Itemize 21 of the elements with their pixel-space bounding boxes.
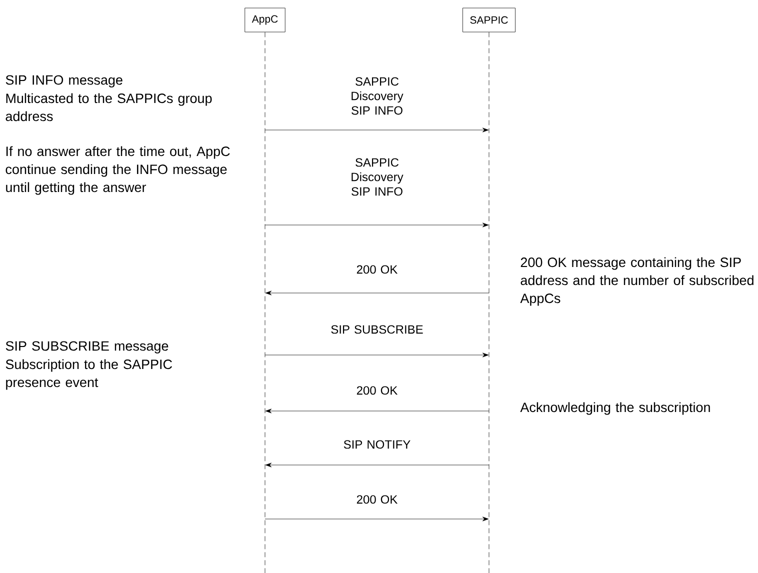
note-text: SIP SUBSCRIBE message [6, 341, 168, 354]
message-arrow [265, 462, 490, 468]
note-text: Subscription to the SAPPIC presence event [6, 359, 172, 390]
message-arrow [264, 352, 489, 358]
message-arrow [265, 290, 490, 296]
note-text: SIP INFO message [6, 75, 122, 88]
edge-label: SAPPIC Discovery SIP INFO [352, 77, 404, 115]
edge-label: 200 OK [356, 265, 398, 274]
participant-box: SAPPIC [462, 8, 516, 32]
message-arrow [264, 516, 489, 522]
edge-label: SIP NOTIFY [344, 440, 410, 449]
message-arrow [264, 128, 489, 132]
edge-label: SIP SUBSCRIBE [331, 325, 423, 334]
edge-label: 200 OK [356, 495, 398, 504]
note-text: Multicasted to the SAPPICs group address [6, 93, 212, 122]
note-text: If no answer after the time out, AppC continue sending the INFO message until getting the answer [6, 146, 230, 195]
edge-label: SAPPIC Discovery SIP INFO [352, 158, 404, 196]
edge-label: 200 OK [356, 386, 398, 395]
participant-box: AppC [244, 8, 286, 32]
message-arrow [265, 408, 490, 414]
message-arrow [264, 222, 489, 228]
